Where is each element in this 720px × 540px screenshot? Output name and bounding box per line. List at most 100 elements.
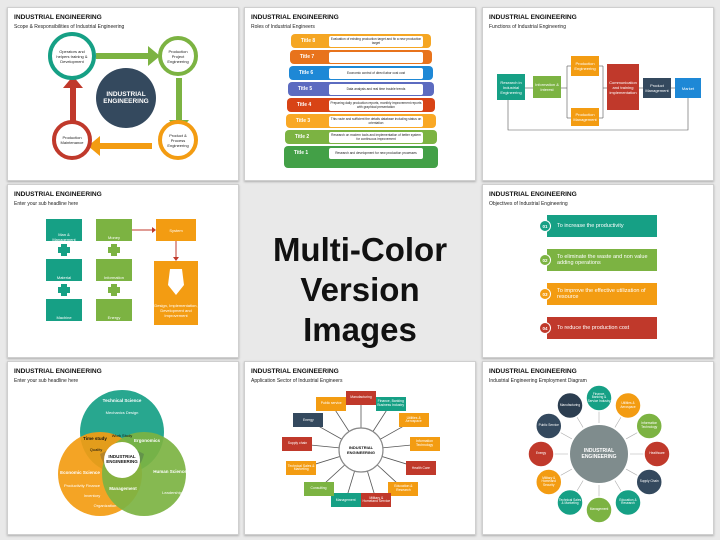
resource-result: Design, Implementation, Development and … [154,302,198,318]
application-sector: Supply chain [282,436,313,451]
slide-subtitle: Application Sector of Industrial Enginee… [251,378,343,384]
role-title: Title 4 [296,102,312,108]
slide-subtitle: Scope & Responsibilities of Industrial E… [14,24,125,30]
slide-subtitle: Industrial Engineering Employment Diagra… [489,378,587,384]
resource-energy: Energy [107,314,121,320]
role-text: Preparing daily production reports, mont… [329,100,423,111]
slide-title: INDUSTRIAL ENGINEERING [251,14,339,21]
function-box-information: Information & Interest [533,76,561,98]
slide-thumbnail-functions[interactable]: INDUSTRIAL ENGINEERING Functions of Indu… [482,7,714,181]
venn-human: Human Science [153,468,187,474]
resource-machine: Machine [56,314,72,320]
objective-text: To increase the productivity [547,215,657,237]
slide-subtitle: Enter your sub headline here [14,201,79,207]
slide-thumbnail-scope[interactable]: INDUSTRIAL ENGINEERING Scope & Responsib… [7,7,239,181]
objective-number: 04 [539,322,551,334]
employment-node [585,384,613,412]
employment-node [585,496,613,524]
employment-node [614,391,642,420]
resource-diagram [46,219,198,325]
employment-node [556,391,584,420]
function-connectors [507,65,689,131]
objective-text: To improve the effective utilization of … [547,283,657,305]
function-box-product-management: Product Management [643,78,671,98]
objective-number: 02 [539,254,551,266]
venn-quality: Quality [89,446,103,452]
role-title: Title 2 [294,134,310,140]
role-text: Research and development for new product… [329,148,423,159]
employment-node [556,488,584,517]
employment-label: Manufacturing [559,402,581,407]
employment-node [635,468,663,496]
role-title: Title 7 [299,54,315,60]
resource-material: Material [56,274,72,280]
slide-thumbnail-employment[interactable]: INDUSTRIAL ENGINEERING Industrial Engine… [482,361,714,535]
resource-system: System [169,227,183,233]
role-text: Data analysis and real time trouble tren… [329,84,423,95]
employment-label: Education & Research [619,497,637,506]
slide-subtitle: Objectives of Industrial Engineering [489,201,568,207]
employment-node [614,488,642,517]
venn-economic-sub: Productivity Finance [64,482,101,488]
employment-node [643,440,671,468]
employment-label: Military & Homeland Security [541,475,557,487]
function-box-communication: Communication and training implementatio… [607,64,639,110]
center-title-line2: Version Images [300,271,420,348]
application-sector: Finance, Banking Business Industry [375,396,406,411]
employment-hub [568,423,630,485]
employment-label: Information Technology [641,421,658,429]
slide-thumbnail-venn[interactable]: INDUSTRIAL ENGINEERING Enter your sub he… [7,361,239,535]
application-sector: Energy [293,413,324,428]
employment-label: Energy [535,451,547,456]
slide-thumbnail-application[interactable]: INDUSTRIAL ENGINEERING Application Secto… [244,361,476,535]
slide-thumbnail-roles[interactable]: INDUSTRIAL ENGINEERING Roles of Industri… [244,7,476,181]
cycle-node-process: Product & Process Engineering [167,132,189,148]
application-sector: Health Care [405,461,436,476]
objective-text: To eliminate the waste and non value add… [547,249,657,271]
employment-label: Management [589,507,609,512]
venn-work-study: Work Study [111,432,133,438]
role-text: Research on modern tools and implementat… [329,132,423,143]
slide-subtitle: Enter your sub headline here [14,378,79,384]
employment-label: Public Service [538,423,559,428]
slide-thumbnail-resources[interactable]: INDUSTRIAL ENGINEERING Enter your sub he… [7,184,239,358]
employment-label: Technical Sales & Marketing [558,497,582,506]
application-sector: Information Technology [409,436,440,451]
function-box-production-engineering: Production Engineering [571,56,599,76]
application-sector: Public service [316,396,347,411]
application-sector: Manufacturing [346,391,376,405]
role-text: Economic control of direct labor cost co… [329,68,423,79]
role-title: Title 8 [300,38,316,44]
cycle-node-training: Operators and helpers training & Develop… [56,48,88,64]
slide-subtitle: Functions of Industrial Engineering [489,24,566,30]
function-box-research: Research in Industrial Engineering [497,74,525,100]
employment-node [635,412,663,440]
application-center: INDUSTRIAL ENGINEERING [346,445,375,455]
venn-management: Management [109,485,137,491]
objective-number: 01 [539,220,551,232]
venn-technical: Technical Science [102,397,142,403]
slide-subtitle: Roles of Industrial Engineers [251,24,315,30]
slide-title: INDUSTRIAL ENGINEERING [14,191,102,198]
role-title: Title 5 [297,86,313,92]
slide-title: INDUSTRIAL ENGINEERING [489,14,577,21]
venn-diagram [58,390,186,516]
employment-node [527,440,555,468]
slide-title: INDUSTRIAL ENGINEERING [251,368,339,375]
resource-information: Information [103,274,124,280]
role-title: Title 3 [295,118,311,124]
slide-title: INDUSTRIAL ENGINEERING [489,368,577,375]
application-sector: Military & Homeland Service [361,493,392,508]
application-sector: Management [330,493,361,508]
function-box-production-management: Production Management [571,108,599,126]
cycle-node-maintenance: Production Maintenance [60,135,84,145]
employment-node [535,468,563,496]
employment-label: Utilities & Aerospace [620,400,636,409]
application-sector: Education & Research [388,481,419,496]
venn-economic: Economic Science [60,469,100,475]
slide-thumbnail-objectives[interactable]: INDUSTRIAL ENGINEERING Objectives of Ind… [482,184,714,358]
role-text: This route and sufficient the details da… [329,116,423,127]
slide-title: INDUSTRIAL ENGINEERING [14,14,102,21]
objective-number: 03 [539,288,551,300]
center-title-line1: Multi-Color [272,231,448,268]
